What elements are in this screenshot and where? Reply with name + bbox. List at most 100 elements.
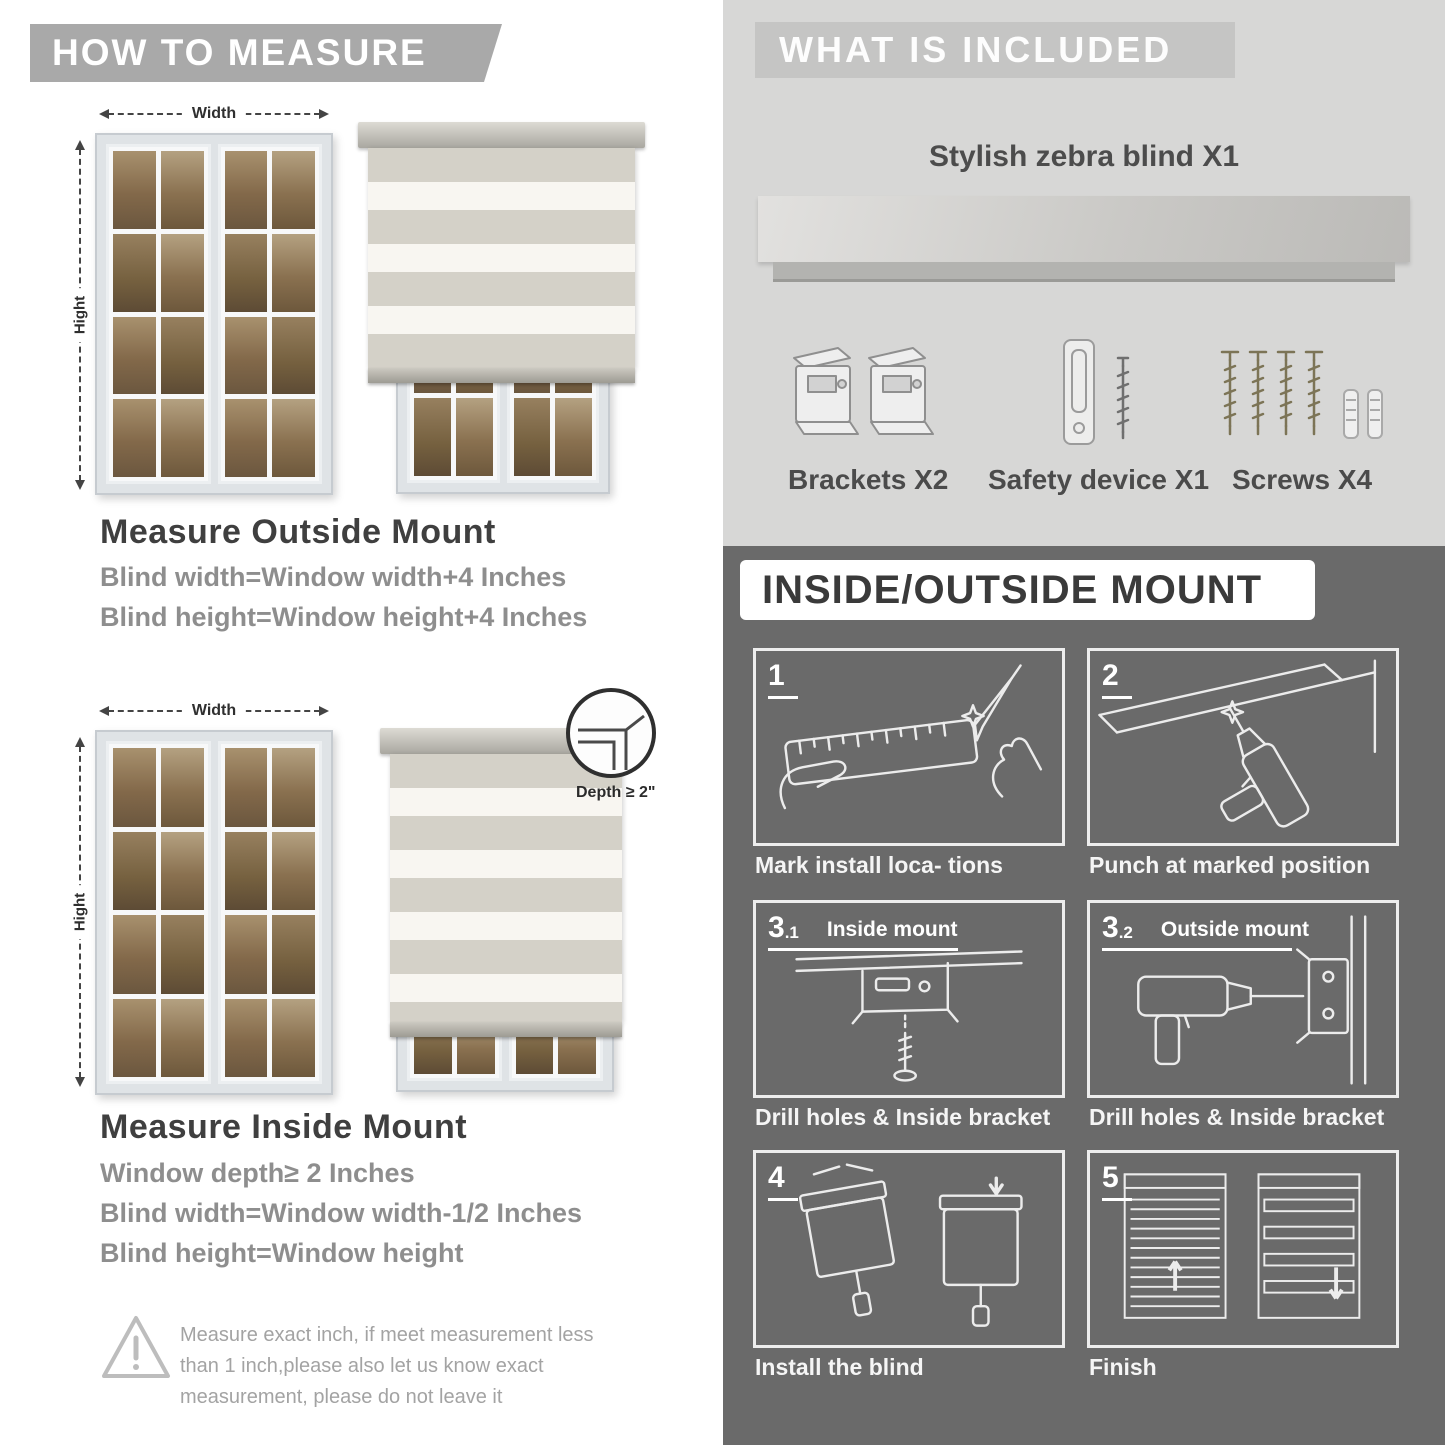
window-illustration-inside bbox=[95, 730, 333, 1095]
window-pane bbox=[272, 998, 315, 1077]
window-pane bbox=[113, 151, 156, 229]
step-3-2-number: 3 .2 Outside mount bbox=[1102, 913, 1309, 951]
window-pane bbox=[555, 397, 592, 476]
window-pane bbox=[113, 831, 156, 910]
inside-spec-depth: Window depth≥ 2 Inches bbox=[100, 1158, 415, 1188]
window-illustration-outside bbox=[95, 133, 333, 495]
step-4-caption: Install the blind bbox=[755, 1354, 924, 1380]
what-is-included-title: WHAT IS INCLUDED bbox=[779, 29, 1173, 70]
inside-outside-mount-banner: INSIDE/OUTSIDE MOUNT bbox=[740, 560, 1315, 620]
window-pane bbox=[224, 831, 268, 910]
step-underline bbox=[1102, 948, 1292, 951]
outside-spec-height: Blind height=Window height+4 Inches bbox=[100, 602, 588, 632]
step-5-panel: 5 bbox=[1087, 1150, 1399, 1348]
width-label: Width bbox=[181, 702, 247, 720]
how-to-measure-title: HOW TO MEASURE bbox=[52, 32, 427, 73]
window-pane bbox=[224, 316, 268, 395]
finish-illustration bbox=[1123, 1173, 1361, 1319]
step-1-panel: 1 bbox=[753, 648, 1065, 846]
outside-spec-width: Blind width=Window width+4 Inches bbox=[100, 562, 567, 592]
window-pane bbox=[113, 233, 156, 312]
window-pane bbox=[113, 915, 156, 994]
step-3-2-panel: 3 .2 Outside mount bbox=[1087, 900, 1399, 1098]
inside-mount-title: Measure Inside Mount bbox=[100, 1108, 468, 1146]
drill-position-illustration bbox=[1098, 659, 1377, 828]
blind-bottom-rail bbox=[368, 368, 635, 383]
step-3-2-label: Outside mount bbox=[1160, 918, 1310, 941]
headrail-lip bbox=[773, 262, 1395, 282]
window-corner-icon bbox=[578, 714, 645, 770]
step-5-number: 5 bbox=[1102, 1163, 1132, 1201]
step-underline bbox=[768, 696, 798, 699]
blind-stripes bbox=[368, 148, 635, 368]
step-3-1-caption: Drill holes & Inside bracket bbox=[755, 1104, 1051, 1130]
step-3-1-number: 3 .1 Inside mount bbox=[768, 913, 958, 951]
window-pane bbox=[160, 151, 204, 229]
step-3-2-caption: Drill holes & Inside bracket bbox=[1089, 1104, 1385, 1130]
step-underline bbox=[768, 948, 958, 951]
step-4-panel: 4 bbox=[753, 1150, 1065, 1348]
window-pane bbox=[513, 397, 551, 476]
width-label: Width bbox=[181, 105, 247, 123]
height-label: Hight bbox=[71, 287, 89, 343]
window-sash bbox=[217, 741, 322, 1084]
window-pane bbox=[455, 397, 493, 476]
window-pane bbox=[160, 399, 204, 477]
window-pane bbox=[272, 399, 315, 477]
window-pane bbox=[224, 151, 268, 229]
height-arrow-outside: Hight bbox=[71, 140, 89, 490]
window-pane bbox=[160, 748, 204, 827]
screws-icon bbox=[1220, 350, 1383, 439]
safety-device-icon bbox=[1063, 339, 1130, 445]
step-2-panel: 2 bbox=[1087, 648, 1399, 846]
window-pane bbox=[113, 399, 156, 477]
width-arrow-outside: Width bbox=[99, 105, 329, 123]
window-pane bbox=[272, 748, 315, 827]
step-5-caption: Finish bbox=[1089, 1354, 1157, 1380]
what-is-included-banner: WHAT IS INCLUDED bbox=[755, 22, 1235, 78]
warning-triangle-icon bbox=[102, 1316, 170, 1378]
blind-bottom-rail bbox=[390, 1022, 622, 1037]
step-underline bbox=[1102, 1198, 1132, 1201]
window-sash bbox=[106, 741, 211, 1084]
step-4-number: 4 bbox=[768, 1163, 798, 1201]
window-pane bbox=[160, 998, 204, 1077]
window-pane bbox=[224, 998, 268, 1077]
window-pane bbox=[160, 915, 204, 994]
zebra-blind-illustration-inside bbox=[380, 728, 632, 1037]
brackets-icon bbox=[793, 347, 934, 435]
step-1-number: 1 bbox=[768, 661, 798, 699]
blind-stripes bbox=[390, 754, 622, 1022]
step-underline bbox=[768, 1198, 798, 1201]
how-to-measure-banner: HOW TO MEASURE bbox=[30, 24, 502, 82]
product-label: Stylish zebra blind X1 bbox=[928, 140, 1240, 173]
step-2-number: 2 bbox=[1102, 661, 1132, 699]
window-pane bbox=[224, 915, 268, 994]
outside-bracket-illustration bbox=[1137, 915, 1367, 1085]
headrail-illustration bbox=[758, 196, 1410, 262]
step-3-1-panel: 3 .1 Inside mount bbox=[753, 900, 1065, 1098]
window-pane bbox=[113, 998, 156, 1077]
blind-cassette bbox=[358, 122, 645, 148]
height-label: Hight bbox=[71, 884, 89, 940]
window-pane bbox=[160, 233, 204, 312]
width-arrow-inside: Width bbox=[99, 702, 329, 720]
height-arrow-inside: Hight bbox=[71, 737, 89, 1087]
zebra-blind-illustration-outside bbox=[358, 122, 645, 383]
window-pane bbox=[272, 151, 315, 229]
safety-device-label: Safety device X1 bbox=[988, 464, 1210, 495]
window-pane bbox=[272, 831, 315, 910]
mark-location-illustration bbox=[779, 664, 1043, 810]
window-pane bbox=[160, 831, 204, 910]
inside-spec-height: Blind height=Window height bbox=[100, 1238, 464, 1268]
screws-label: Screws X4 bbox=[1232, 464, 1373, 495]
window-pane bbox=[113, 748, 156, 827]
inside-bracket-illustration bbox=[795, 950, 1023, 1082]
window-pane bbox=[160, 316, 204, 395]
step-underline bbox=[1102, 696, 1132, 699]
step-3-1-label: Inside mount bbox=[826, 918, 958, 941]
step-2-caption: Punch at marked position bbox=[1089, 852, 1371, 878]
window-sash bbox=[217, 144, 322, 484]
install-blind-illustration bbox=[798, 1163, 1023, 1327]
